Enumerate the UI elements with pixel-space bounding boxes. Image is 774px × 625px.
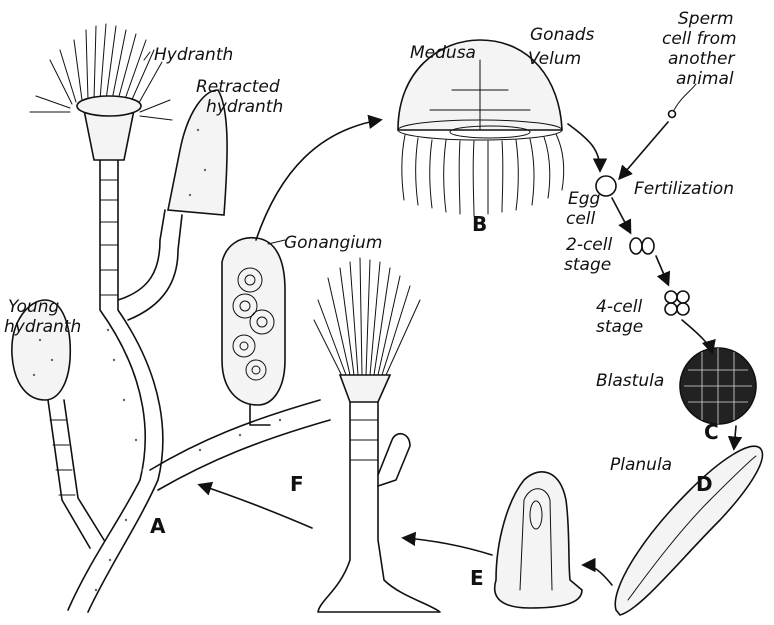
label-two-cell-line2: stage — [564, 256, 611, 274]
label-blastula: Blastula — [596, 372, 664, 390]
sperm-cell-drawing — [669, 84, 697, 118]
label-retracted-hydranth-line2: hydranth — [206, 98, 283, 116]
label-sperm-line4: animal — [676, 70, 734, 88]
label-planula: Planula — [610, 456, 672, 474]
stage-letter-d: D — [696, 474, 713, 494]
label-two-cell-line1: 2-cell — [566, 236, 612, 254]
label-gonads: Gonads — [530, 26, 594, 44]
label-egg-cell-line1: Egg — [568, 190, 600, 208]
blastula-drawing — [680, 348, 756, 424]
label-young-hydranth-line2: hydranth — [4, 318, 81, 336]
stage-letter-a: A — [150, 516, 165, 536]
stage-letter-c: C — [704, 422, 719, 442]
label-medusa: Medusa — [410, 44, 476, 62]
label-four-cell-line1: 4-cell — [596, 298, 642, 316]
stage-letter-f: F — [290, 474, 304, 494]
stage-letter-b: B — [472, 214, 487, 234]
label-gonangium: Gonangium — [284, 234, 382, 252]
label-velum: Velum — [528, 50, 581, 68]
stage-e-drawing — [495, 472, 582, 608]
label-hydranth: Hydranth — [154, 46, 233, 64]
label-egg-cell-line2: cell — [566, 210, 595, 228]
polyp-f-drawing — [314, 258, 440, 612]
label-sperm-line1: Sperm — [678, 10, 734, 28]
stage-letter-e: E — [470, 568, 484, 588]
label-sperm-line2: cell from — [662, 30, 737, 48]
label-sperm-line3: another — [668, 50, 734, 68]
label-young-hydranth-line1: Young — [8, 298, 59, 316]
label-fertilization: Fertilization — [634, 180, 734, 198]
label-four-cell-line2: stage — [596, 318, 643, 336]
label-retracted-hydranth-line1: Retracted — [196, 78, 280, 96]
